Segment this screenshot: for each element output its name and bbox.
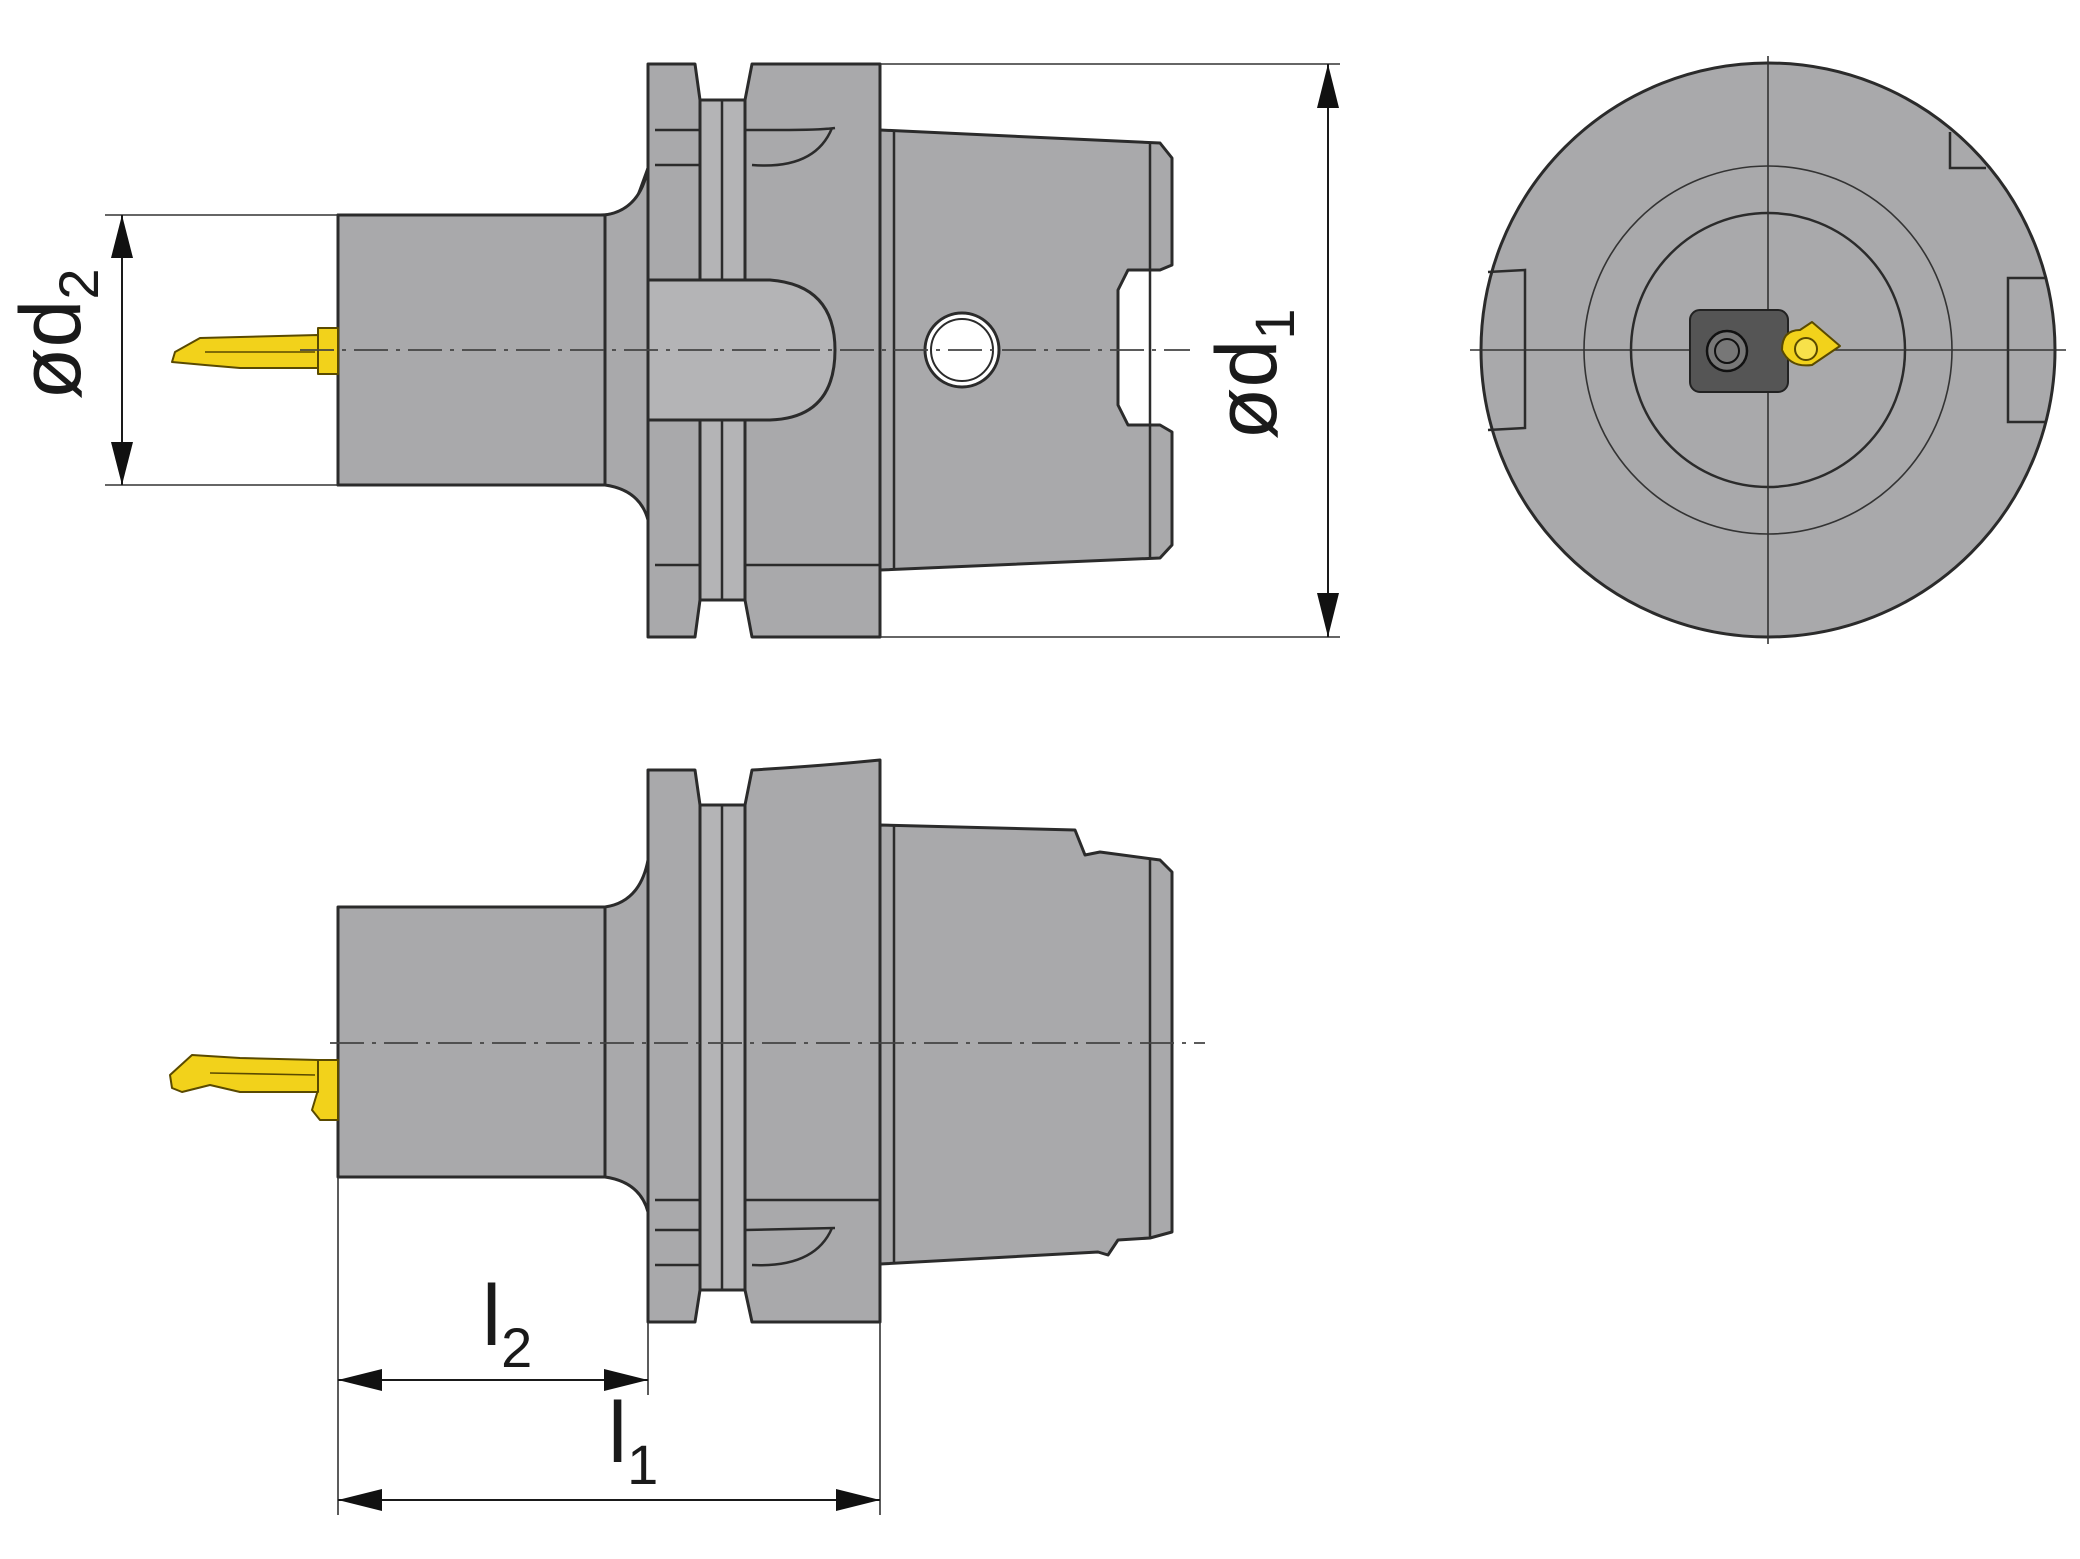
shank-fillet-top (603, 166, 650, 522)
side-view-top (171, 62, 1190, 639)
label-d1: ød1 (1199, 308, 1306, 440)
screw-head (1705, 329, 1749, 373)
drive-slot-left (1487, 268, 1527, 432)
flange-b-bottom (743, 758, 882, 1324)
dimension-l1: l1 (338, 1322, 881, 1515)
side-view-bottom (169, 758, 1205, 1324)
dimension-l2: l2 (337, 1177, 649, 1515)
label-l1: l1 (608, 1385, 658, 1496)
label-l2: l2 (482, 1268, 532, 1379)
shank-fillet-bottom (603, 858, 650, 1214)
label-d2: ød2 (3, 268, 110, 400)
dimension-d1: ød1 (880, 63, 1340, 638)
flange-a-bottom (646, 768, 702, 1324)
hsk-taper-bottom (878, 823, 1174, 1266)
bar-clamp-top (317, 327, 339, 375)
dimension-d2: ød2 (3, 214, 338, 486)
shank-body-bottom (336, 905, 610, 1179)
front-view (1470, 56, 2066, 644)
notch-top-right (1948, 132, 1986, 170)
